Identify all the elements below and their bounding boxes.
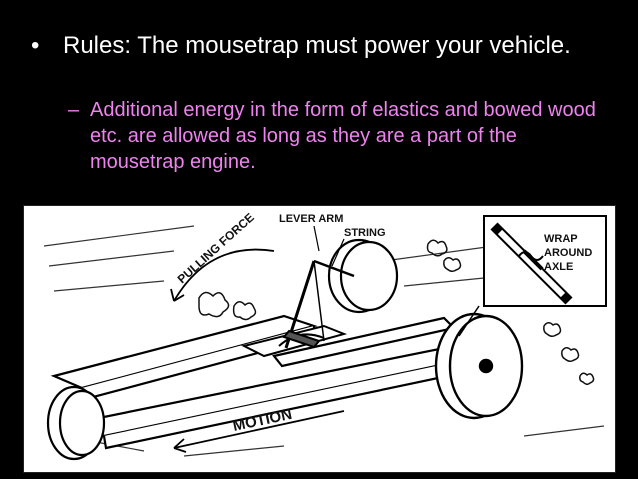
label-around: AROUND xyxy=(544,247,592,259)
label-axle: AXLE xyxy=(544,261,573,273)
label-string: STRING xyxy=(344,227,386,239)
bullet-text: Rules: The mousetrap must power your veh… xyxy=(63,32,571,59)
drive-drum xyxy=(327,238,399,314)
main-bullet: • Rules: The mousetrap must power your v… xyxy=(31,31,621,61)
axle-inset xyxy=(458,215,607,337)
mousetrap-engine xyxy=(241,259,355,358)
pulling-force-arrow xyxy=(170,248,275,302)
lever-arm-pointer xyxy=(313,225,320,252)
label-pulling-force: PULLING FORCE xyxy=(175,210,257,286)
dust-puffs xyxy=(198,239,595,386)
label-lever-arm: LEVER ARM xyxy=(279,213,343,225)
motion-arrow xyxy=(173,410,345,453)
sub-bullet-text: Additional energy in the form of elastic… xyxy=(90,99,596,173)
sub-bullet-mark: – xyxy=(68,99,80,121)
string-pointer xyxy=(331,238,345,267)
front-wheel xyxy=(434,312,524,420)
sub-bullet: – Additional energy in the form of elast… xyxy=(68,97,608,175)
bullet-mark: • xyxy=(31,32,40,59)
rear-wheel xyxy=(46,385,106,461)
mousetrap-car-illustration: LEVER ARM STRING PULLING FORCE WRAP AROU… xyxy=(23,205,616,473)
label-wrap: WRAP xyxy=(544,233,578,245)
mousetrap-car-drawing: LEVER ARM STRING PULLING FORCE WRAP AROU… xyxy=(43,210,607,461)
